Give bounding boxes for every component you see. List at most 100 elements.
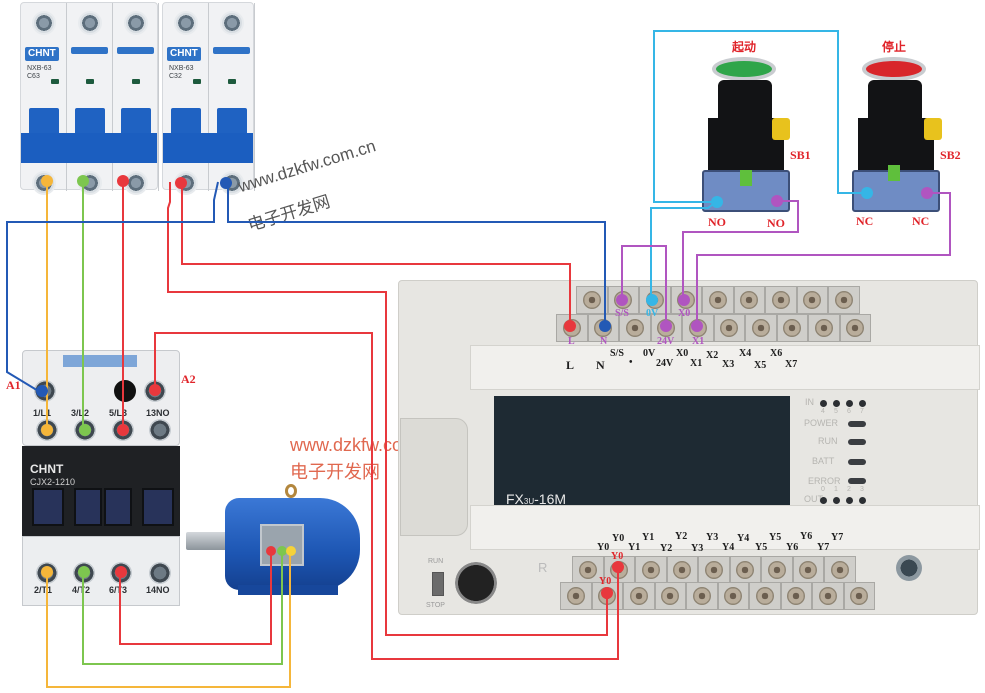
screw-terminal [717,582,749,610]
start-button-tab [740,170,752,186]
plc-side-cover [400,418,468,536]
breaker-rating: C63 [27,73,40,80]
watermark-url-rotated: www.dzkfw.com.cn [236,136,378,197]
screw-icon [673,561,692,579]
tag-y0-lower: Y0 [599,576,612,587]
terminal-13no [149,419,171,441]
plc-mount-hole [896,555,922,581]
start-button-cap[interactable] [712,57,776,81]
plc-label-ss: S/S [610,348,624,359]
plc-out-num-2: 2 [847,486,851,493]
dot-motor-v [277,546,287,556]
plc-input-cover[interactable] [470,345,980,390]
plc-model-sub: 3U [523,497,535,506]
screw-icon [767,561,786,579]
breaker-handle-bar[interactable] [21,133,157,163]
dot-sb2-nc2 [921,187,933,199]
plc-output-terminals-upper [572,556,856,584]
screw-terminal [713,314,745,342]
screw-terminal [839,314,871,342]
screw-terminal [686,582,718,610]
breaker-indicator [51,79,59,84]
plc-label-y2-upper: Y2 [675,531,688,542]
plc-model: FX3U-16M [506,492,566,509]
wire-neutral-plc [227,182,606,326]
plc-out-led-1 [833,497,840,504]
button-sb2-contact-1: NC [856,214,874,228]
dot-sb1-no2 [771,195,783,207]
screw-icon [846,319,865,337]
plc-label-x1: X1 [690,358,703,369]
breaker-indicator [86,79,94,84]
plc-in-led-6 [846,400,853,407]
screw-terminal [654,582,686,610]
screw-icon [720,319,739,337]
breaker-indicator [193,79,201,84]
dot-qf2-n [220,177,232,189]
wire-phase-b-motor [82,552,283,665]
screw-icon [78,11,102,35]
plc-label-y1-lower: Y1 [628,542,641,553]
button-sb2-id: SB2 [940,148,961,162]
wire-y0-common [167,182,608,636]
plc-out-led-3 [859,497,866,504]
terminal-label-l3: 5/L3 [109,408,128,418]
wire-phase-a-motor [46,552,291,688]
plc-error-led [848,478,866,484]
plc-label-n: N [596,358,605,372]
screw-icon [661,587,680,605]
plc-label-x0: X0 [676,348,689,359]
dot-qf1-c [117,175,129,187]
screw-terminal [796,286,828,314]
plc-label-0v: 0V [643,348,656,359]
screw-icon [32,11,56,35]
screw-terminal [729,556,761,584]
plc-run-led [848,439,866,445]
breaker-bar [213,47,250,54]
plc-label-24v: 24V [656,358,674,369]
plc-output-cover[interactable] [470,505,980,550]
terminal-label-t2: 4/T2 [72,585,91,595]
motor-shaft [186,532,228,550]
screw-terminal [843,582,875,610]
dot-plc-24v [660,320,672,332]
stop-button-cap[interactable] [862,57,926,81]
terminal-label-l1: 1/L1 [33,408,52,418]
screw-icon [578,561,597,579]
dot-motor-w [286,546,296,556]
dot-plc-y0-lower [601,587,613,599]
plc-programming-port[interactable] [455,562,497,604]
tag-n: N [600,336,608,347]
plc-label-x2: X2 [706,350,719,361]
screw-icon [629,587,648,605]
button-sb1-contact-2: NO [767,216,785,230]
plc-in-led-5 [833,400,840,407]
screw-terminal [560,582,592,610]
plc-label-y3-lower: Y3 [691,543,704,554]
screw-terminal [635,556,667,584]
breaker-model: NXB-63 [169,65,194,72]
breaker-handle-bar[interactable] [163,133,253,163]
screw-icon [708,291,727,309]
wire-ss-24v [621,245,667,326]
screw-terminal [824,556,856,584]
plc-label-dot: • [629,357,633,368]
dot-l3 [117,424,129,436]
plc-label-y6-upper: Y6 [800,531,813,542]
dot-plc-l [564,320,576,332]
plc-run-stop-switch[interactable] [432,572,444,596]
tag-x0: X0 [678,308,691,319]
breaker-indicator [132,79,140,84]
screw-terminal [792,556,824,584]
screw-terminal [666,556,698,584]
wire-sb1-x0 [682,200,799,300]
dot-a1 [36,385,48,397]
breaker-brand: CHNT [25,47,59,61]
plc-batt-led [848,459,866,465]
plc-out-led-2 [846,497,853,504]
screw-icon [755,587,774,605]
screw-icon [751,319,770,337]
screw-terminal [749,582,781,610]
terminal-unused [114,380,136,402]
terminal-label-t1: 2/T1 [34,585,53,595]
